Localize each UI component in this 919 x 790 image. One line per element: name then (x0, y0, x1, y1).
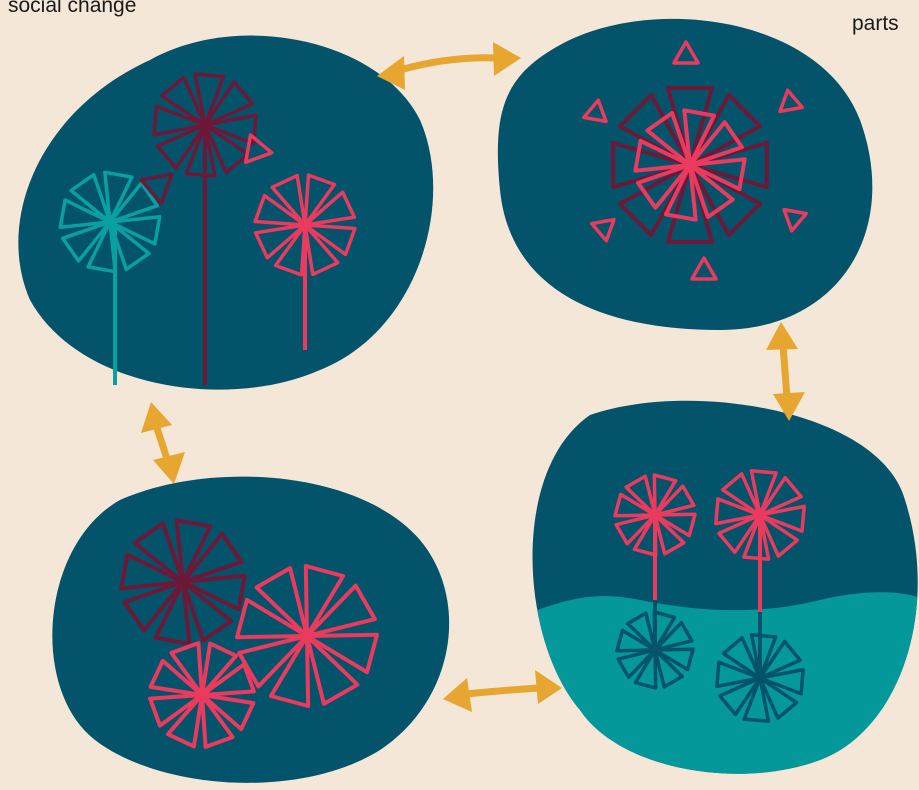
panel-bottom-right (500, 370, 919, 790)
arrow-top (377, 42, 521, 90)
arrow-right (766, 322, 805, 421)
panel-bottom-left-blob (52, 477, 449, 783)
panel-bottom-right-water (500, 592, 919, 790)
panel-top-left-blob (18, 36, 433, 390)
arrow-left (141, 402, 185, 484)
flower-pink-large-bl (237, 566, 377, 706)
flower-reflect-1 (617, 612, 693, 688)
arrow-bottom (443, 670, 562, 712)
flower-br-1 (615, 475, 695, 555)
